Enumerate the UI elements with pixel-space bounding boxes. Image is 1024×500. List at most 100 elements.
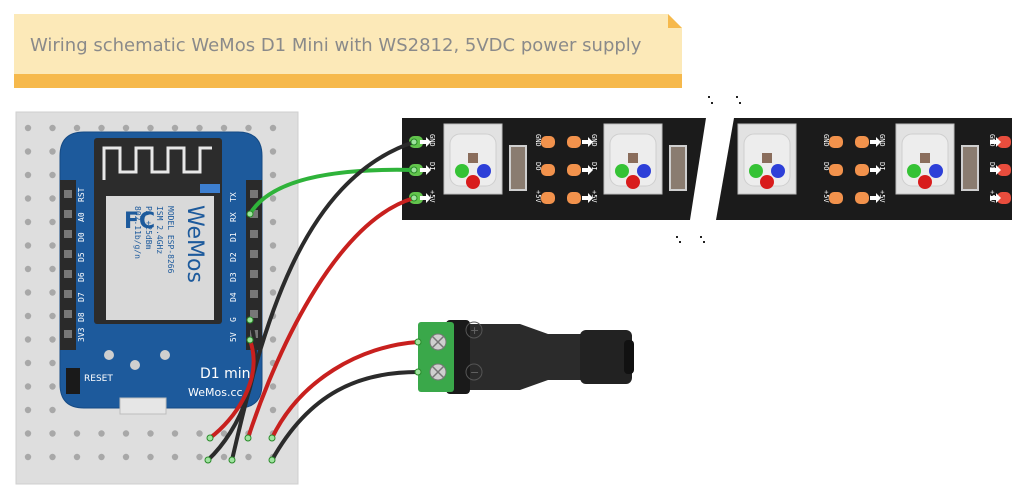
breadboard-hole — [269, 195, 277, 202]
pin — [250, 270, 258, 278]
strip-pin-label: +5V — [590, 190, 598, 203]
solder-pad — [567, 136, 581, 148]
wemos-logo: WeMos — [182, 205, 207, 283]
capacitor — [961, 145, 979, 191]
strip-pin-label: GND — [590, 134, 598, 147]
breadboard-hole — [147, 453, 154, 461]
breadboard-hole — [269, 265, 277, 273]
arrow-icon — [582, 193, 593, 203]
breadboard-hole — [98, 430, 105, 437]
breadboard-hole — [24, 359, 32, 367]
arrow-icon — [420, 193, 431, 203]
breadboard-hole — [269, 124, 277, 132]
pin — [64, 330, 72, 338]
breadboard-hole — [220, 430, 228, 437]
breadboard-hole — [98, 124, 105, 132]
arrow-icon — [990, 137, 1001, 147]
plus-label: + — [470, 324, 479, 337]
left-pin-label: D8 — [77, 312, 86, 322]
strip-pin-label: DO — [534, 162, 542, 170]
breadboard-hole — [49, 124, 56, 132]
breadboard-hole — [147, 124, 154, 132]
left-pin-label: RST — [77, 187, 86, 202]
antenna-trace — [102, 146, 212, 180]
ws2812-led — [443, 123, 503, 195]
breadboard-hole — [122, 453, 130, 461]
strip-pin-label: GND — [822, 134, 830, 147]
usb-connector — [119, 397, 167, 415]
strip-pin-label: +5V — [878, 190, 886, 203]
breadboard-hole — [49, 383, 56, 390]
breadboard-hole — [24, 171, 32, 179]
title-banner: Wiring schematic WeMos D1 Mini with WS28… — [14, 14, 682, 88]
solder-pad — [855, 136, 869, 148]
breadboard-hole — [49, 359, 56, 367]
breadboard-hole — [49, 289, 56, 296]
breadboard-hole — [24, 218, 32, 226]
pin — [64, 230, 72, 238]
breadboard-hole — [171, 124, 179, 132]
strip-pin-label: GND — [534, 134, 542, 147]
pin — [64, 310, 72, 318]
fcc-logo: FC — [124, 209, 155, 234]
breadboard-hole — [269, 218, 277, 226]
breadboard-hole — [24, 148, 32, 155]
capacitor — [509, 145, 527, 191]
left-pin-label: A0 — [77, 212, 86, 222]
arrow-icon — [870, 165, 881, 175]
model-text: 802.11b/g/n — [133, 206, 142, 259]
wire-red-psu — [270, 340, 420, 440]
solder-pad — [541, 164, 555, 176]
solder-pad — [829, 192, 843, 204]
ws2812-led — [603, 123, 663, 195]
wire-red-5v-board — [208, 338, 256, 440]
board-subtitle: WeMos.cc — [188, 386, 243, 399]
breadboard-hole — [24, 265, 32, 273]
breadboard-hole — [122, 430, 130, 437]
right-pin-header — [246, 180, 262, 350]
minus-marker — [465, 363, 483, 381]
strip-pin-label: DI — [590, 162, 598, 170]
strip-pin-label: DI — [878, 162, 886, 170]
pin — [250, 250, 258, 258]
capacitor — [669, 145, 687, 191]
breadboard-hole — [220, 124, 228, 132]
dc-barrel-jack: + − — [418, 320, 634, 394]
ws2812-led — [895, 123, 955, 195]
reset-label: RESET — [84, 374, 113, 384]
right-pin-label: D4 — [229, 292, 238, 302]
breadboard-hole — [24, 336, 32, 343]
arrow-icon — [420, 137, 431, 147]
ws2812-led — [737, 123, 797, 195]
right-pin-label: D3 — [229, 272, 238, 282]
pin — [64, 210, 72, 218]
breadboard-hole — [245, 453, 252, 461]
breadboard-hole — [49, 406, 56, 414]
wire-endpoints — [204, 138, 422, 464]
right-pin-label: D1 — [229, 232, 238, 242]
breadboard-hole — [49, 218, 56, 226]
breadboard-hole — [49, 430, 56, 437]
solder-pad — [567, 192, 581, 204]
pin — [250, 290, 258, 298]
breadboard-hole — [269, 336, 277, 343]
breadboard-hole — [49, 312, 56, 320]
wire-black-gnd-board — [206, 318, 257, 462]
solder-pad — [541, 192, 555, 204]
solder-pad — [855, 192, 869, 204]
breadboard-hole — [24, 383, 32, 390]
reset-button — [66, 368, 80, 394]
pin — [250, 210, 258, 218]
plus-marker — [465, 321, 483, 339]
breadboard-hole — [73, 453, 81, 461]
arrow-icon — [990, 165, 1001, 175]
model-text: MODEL ESP-8266 — [166, 206, 175, 274]
right-pin-label: G — [229, 317, 238, 322]
left-pin-label: D6 — [77, 272, 86, 282]
left-pin-label: D5 — [77, 252, 86, 262]
breadboard-hole — [49, 265, 56, 273]
pin — [64, 290, 72, 298]
model-text: ISM 2.4GHz — [155, 206, 164, 254]
breadboard-hole — [49, 171, 56, 179]
